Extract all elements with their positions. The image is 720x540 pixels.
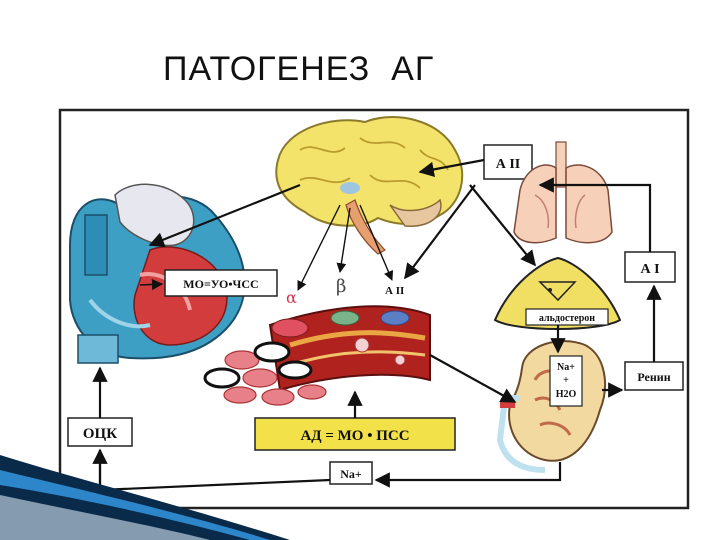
flow-arrows — [92, 158, 662, 492]
na-h2o-box — [549, 355, 583, 407]
h2o-label: H2O — [556, 389, 577, 400]
mo-formula-box — [164, 269, 278, 297]
a1-box-label: А I — [640, 262, 659, 277]
renin-label: Ренин — [637, 370, 670, 384]
ad-formula-label: АД = МО • ПСС — [300, 428, 409, 444]
a2-receptor-label: А II — [385, 285, 404, 297]
plus-label: + — [563, 375, 569, 386]
aldosteron-box — [525, 308, 609, 326]
a2-box-label: А II — [496, 157, 521, 172]
ock-box — [67, 417, 133, 447]
ock-label: ОЦК — [83, 426, 117, 442]
mo-formula-label: МО=УО•ЧСС — [183, 277, 258, 291]
alpha-label: α — [286, 288, 297, 307]
aldosteron-label: альдостерон — [539, 313, 595, 324]
a2-box — [483, 144, 533, 180]
na-bottom-box — [329, 461, 373, 485]
na-top-label: Na+ — [557, 362, 575, 373]
a1-box — [624, 251, 676, 283]
na-bottom-label: Na+ — [340, 467, 362, 481]
blood-vessel-illustration — [203, 305, 431, 406]
beta-label: β — [336, 276, 346, 297]
slide-title: ПАТОГЕНЕЗ АГ — [163, 50, 435, 88]
renin-box — [624, 361, 684, 391]
